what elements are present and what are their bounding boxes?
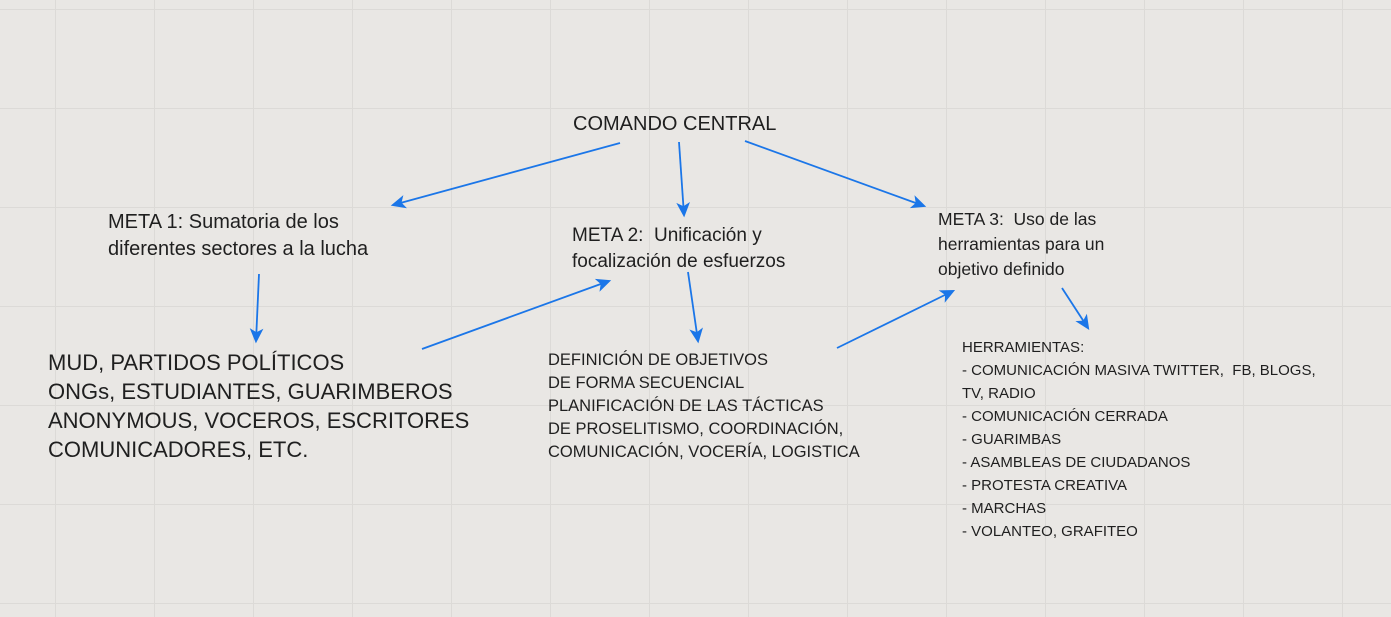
arrow-mud-to-meta2 xyxy=(421,278,612,350)
arrow-definicion-to-meta3 xyxy=(836,289,956,349)
node-meta-3: META 3: Uso de las herramientas para un … xyxy=(938,209,1105,279)
node-meta-2: META 2: Unificación y focalización de es… xyxy=(572,225,786,272)
arrow-comando-to-meta2 xyxy=(676,141,690,218)
node-meta-1: META 1: Sumatoria de los diferentes sect… xyxy=(108,211,369,260)
node-herramientas-lista: HERRAMIENTAS: - COMUNICACIÓN MASIVA TWIT… xyxy=(962,339,1316,540)
arrow-comando-to-meta1 xyxy=(390,142,621,209)
node-comando-central: COMANDO CENTRAL xyxy=(573,113,777,135)
node-sectores-mud: MUD, PARTIDOS POLÍTICOS ONGs, ESTUDIANTE… xyxy=(48,350,470,462)
arrow-meta3-to-herramientas xyxy=(1061,287,1090,330)
node-definicion-objetivos: DEFINICIÓN DE OBJETIVOS DE FORMA SECUENC… xyxy=(548,351,860,461)
arrow-meta2-to-definicion xyxy=(687,271,703,344)
arrow-comando-to-meta3 xyxy=(744,140,927,209)
arrow-meta1-to-mud xyxy=(249,273,264,344)
